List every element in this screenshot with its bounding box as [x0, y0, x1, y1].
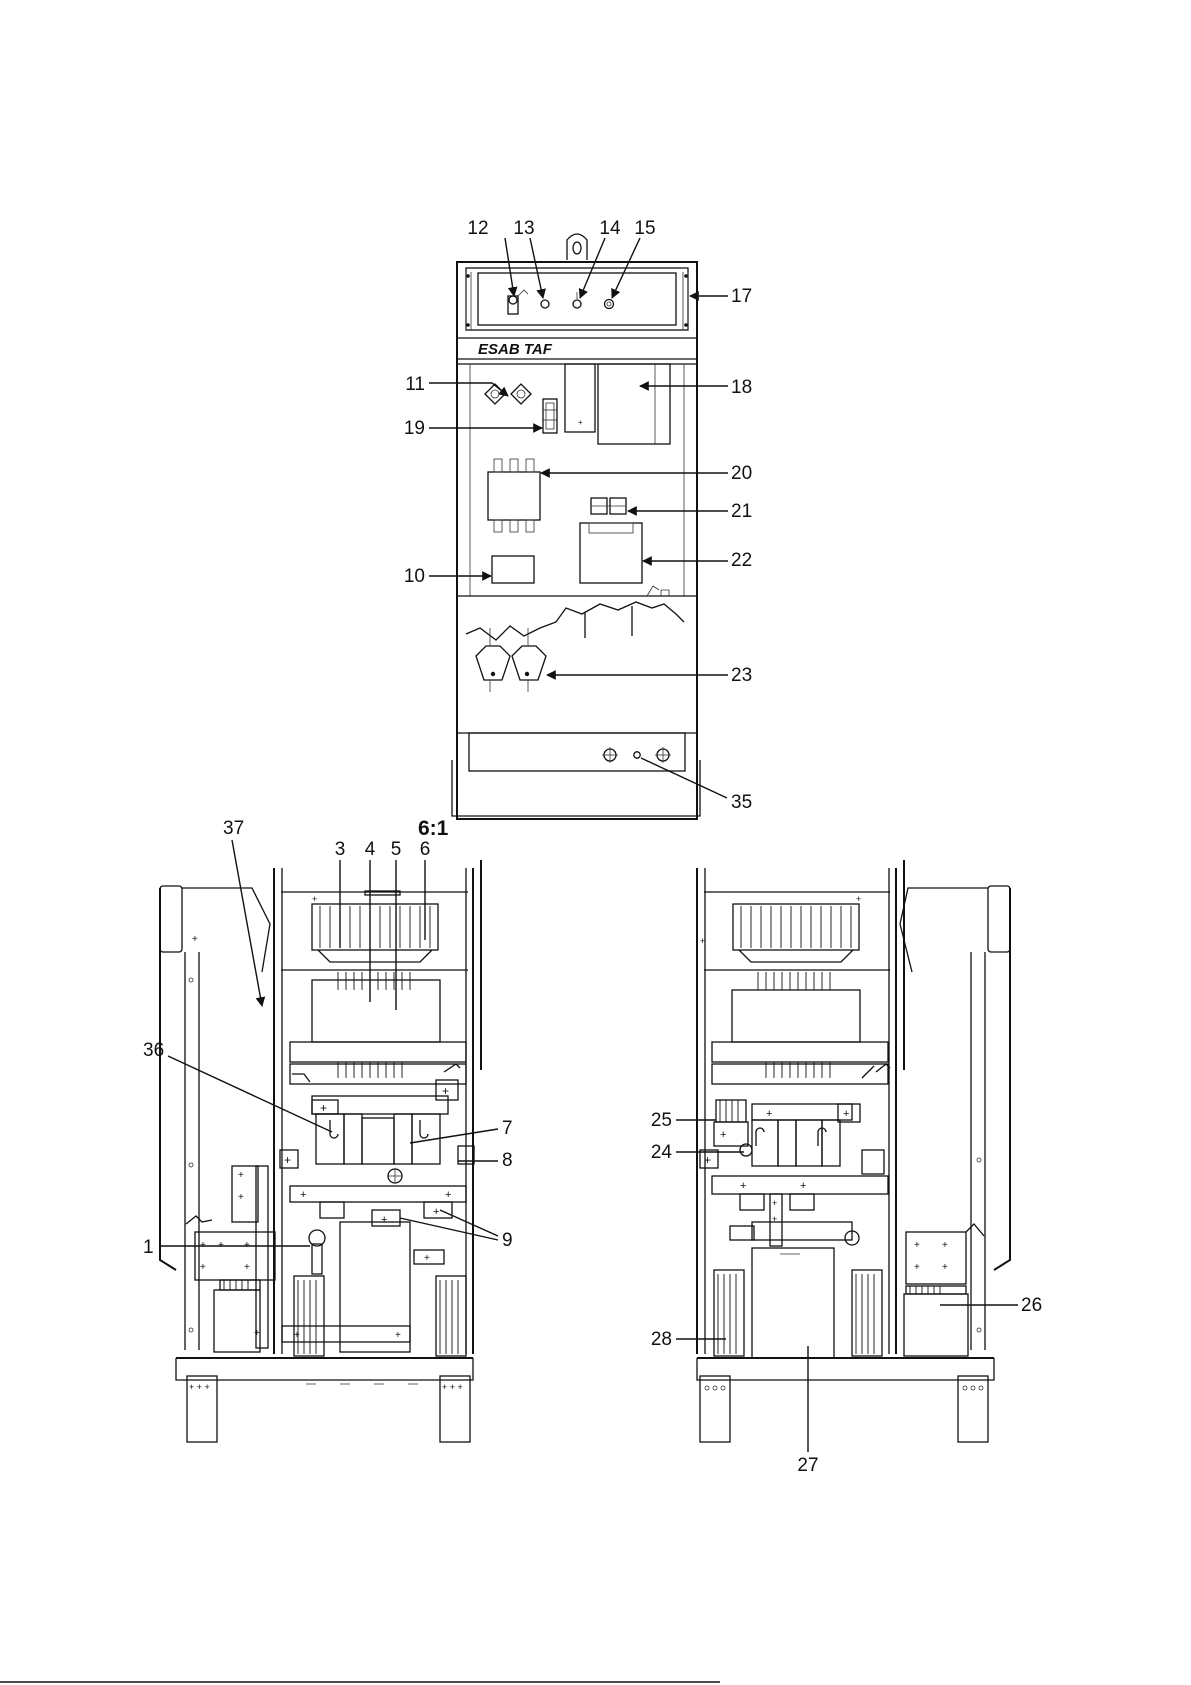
plus-marker-icon: + [254, 1328, 260, 1339]
leader-line [410, 1129, 498, 1143]
plus-marker-icon: + [942, 1262, 948, 1273]
right-side-view: + + + [697, 860, 1010, 1442]
callout-7: 7 [502, 1118, 513, 1139]
cooling-fan-icon [476, 628, 546, 692]
plus-marker-icon: + [424, 1253, 430, 1264]
callout-3: 3 [335, 839, 346, 860]
plus-marker-icon: + [381, 1214, 387, 1226]
plus-marker-icon: + [192, 934, 198, 945]
callout-15: 15 [634, 218, 655, 239]
callout-23: 23 [731, 665, 752, 686]
relay-pair-icon [591, 498, 626, 514]
front-view-cabinet: ESAB TAF + [452, 234, 700, 819]
callout-6: 6 [420, 839, 431, 860]
plus-marker-icon: + [914, 1240, 920, 1251]
callout-35: 35 [731, 792, 752, 813]
callout-26: 26 [1021, 1295, 1042, 1316]
callout-24: 24 [651, 1142, 673, 1163]
indicator-lamp-icon [541, 300, 549, 308]
left-side-view: + + [160, 860, 481, 1442]
callout-13: 13 [513, 218, 534, 239]
plus-marker-icon: + [704, 1153, 711, 1167]
plus-marker-icon: + [244, 1262, 250, 1273]
callout-4: 4 [365, 839, 376, 860]
leader-line [168, 1056, 332, 1132]
plus-marker-icon: + [445, 1189, 451, 1201]
plus-marker-icon: + [395, 1330, 401, 1341]
plus-marker-icon: + [294, 1330, 300, 1341]
plus-marker-icon: + [800, 1180, 806, 1192]
plus-marker-icon: + [238, 1192, 244, 1203]
plus-marker-icon: + [320, 1101, 327, 1115]
callout-18: 18 [731, 377, 752, 398]
arrow-leader-icon [232, 840, 262, 1006]
plus-marker-icon: + [740, 1180, 746, 1192]
callout-25: 25 [651, 1110, 672, 1131]
callout-9: 9 [502, 1230, 513, 1251]
plus-marker-icon: + [284, 1153, 291, 1167]
terminal-block-icon [543, 399, 557, 433]
plus-marker-icon: + [843, 1108, 849, 1120]
callout-12: 12 [467, 218, 488, 239]
plus-marker-icon: + [942, 1240, 948, 1251]
callout-1: 1 [143, 1237, 154, 1258]
scale-label: 6:1 [418, 817, 449, 840]
callout-21: 21 [731, 501, 752, 522]
leader-line [440, 1210, 498, 1236]
plus-marker-icon: + [914, 1262, 920, 1273]
callout-8: 8 [502, 1150, 513, 1171]
callout-10: 10 [404, 566, 425, 587]
reset-button-icon [605, 300, 614, 309]
callout-37: 37 [223, 818, 244, 839]
plus-marker-icon: + [200, 1262, 206, 1273]
plus-marker-icon: + [300, 1189, 306, 1201]
plus-marker-icon: + [312, 894, 317, 904]
plus-marker-icon: + [433, 1206, 439, 1218]
callout-28: 28 [651, 1329, 672, 1350]
callout-22: 22 [731, 550, 752, 571]
callout-17: 17 [731, 286, 752, 307]
callout-14: 14 [599, 218, 621, 239]
callout-27: 27 [797, 1455, 818, 1476]
main-switch-icon [508, 290, 528, 314]
terminal-circle-icon [602, 747, 671, 763]
callout-11: 11 [405, 374, 425, 395]
callout-5: 5 [391, 839, 402, 860]
leader-line [641, 758, 727, 798]
plus-marker-icon: + [700, 936, 705, 946]
brand-label: ESAB TAF [478, 341, 553, 358]
arrow-leader-icon [505, 238, 514, 296]
callout-20: 20 [731, 463, 752, 484]
control-board-icon [492, 556, 534, 583]
fault-lamp-icon [573, 292, 581, 308]
plus-marker-icon: + [856, 894, 861, 904]
plus-marker-icon: + [578, 418, 583, 427]
plus-marker-icon: + + + [189, 1382, 210, 1392]
callout-19: 19 [404, 418, 425, 439]
plus-marker-icon: + [238, 1170, 244, 1181]
plus-marker-icon: + [720, 1129, 726, 1141]
fuse-holders-icon [485, 384, 531, 404]
plus-marker-icon: + + + [442, 1382, 463, 1392]
contactor-icon [488, 459, 540, 532]
control-transformer-icon [580, 523, 642, 583]
plus-marker-icon: + [766, 1108, 772, 1120]
plus-marker-icon: + [772, 1198, 777, 1208]
callout-36: 36 [143, 1040, 164, 1061]
